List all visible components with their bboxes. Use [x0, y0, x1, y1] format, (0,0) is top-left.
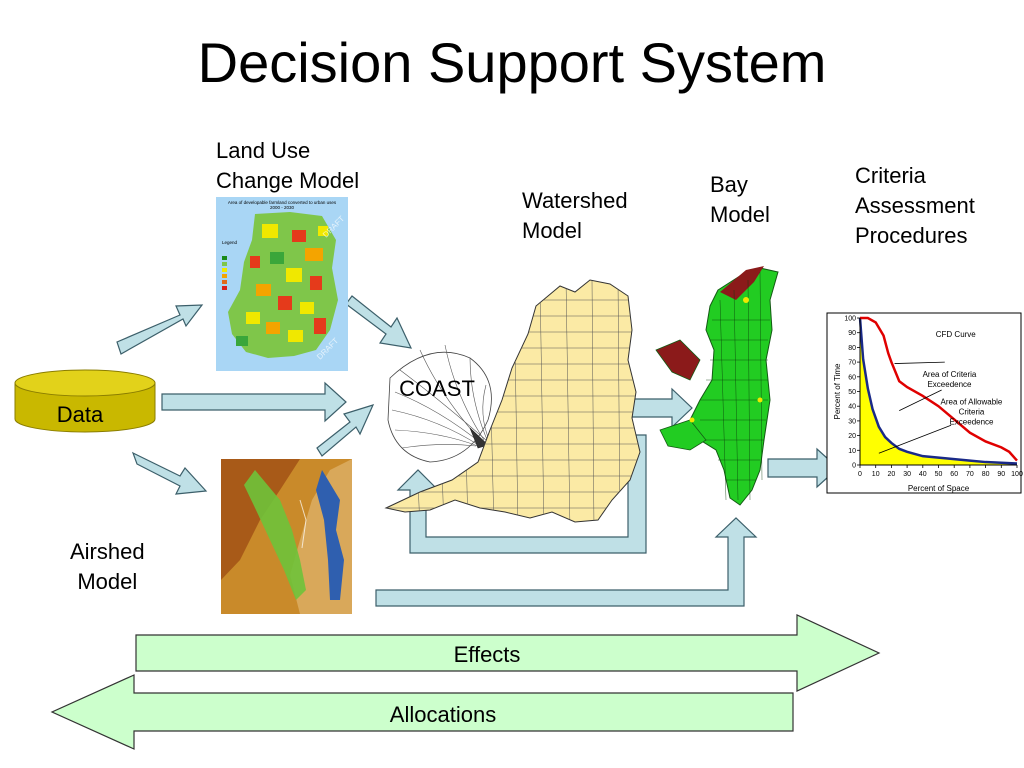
annotation-label: Criteria: [959, 408, 985, 417]
annotation-pointer: [878, 424, 952, 454]
x-tick-label: 10: [872, 471, 880, 478]
bay-label-line2: Model: [710, 202, 770, 227]
y-tick-label: 80: [848, 345, 856, 352]
land-use-legend: [222, 256, 227, 290]
allocations-band: [50, 674, 794, 750]
annotation-label: Area of Criteria: [923, 370, 977, 379]
x-tick-label: 70: [966, 471, 974, 478]
watershed-label-line1: Watershed: [522, 188, 628, 213]
land-use-map-title2: 2000 - 2030: [270, 205, 295, 210]
x-tick-label: 20: [888, 471, 896, 478]
y-tick-label: 40: [848, 404, 856, 411]
bay-map: [655, 266, 779, 506]
airshed-label: Airshed Model: [70, 537, 145, 597]
cfd-curve-line: [860, 316, 1018, 462]
coast-mesh: [387, 344, 492, 463]
y-tick-label: 50: [848, 389, 856, 396]
coast-label: COAST: [399, 376, 475, 401]
arrow-data-to-airshed: [131, 451, 208, 495]
x-tick-label: 40: [919, 471, 927, 478]
y-tick-label: 10: [848, 448, 856, 455]
x-axis-label: Percent of Space: [908, 484, 970, 493]
airshed-label-line1: Airshed: [70, 539, 145, 564]
criteria-label-line1: Criteria: [855, 163, 926, 188]
x-tick-label: 50: [935, 471, 943, 478]
allowable-curve-line: [858, 317, 1018, 465]
annotation-pointer: [899, 389, 942, 411]
criteria-label-line3: Procedures: [855, 223, 968, 248]
page-title: Decision Support System: [197, 31, 827, 94]
data-cylinder: [14, 369, 156, 433]
x-tick-label: 0: [858, 471, 862, 478]
y-tick-label: 60: [848, 374, 856, 381]
x-tick-label: 100: [1011, 471, 1023, 478]
bay-label: Bay Model: [710, 170, 770, 230]
watershed-label: Watershed Model: [522, 186, 628, 246]
land-use-map-title1: Area of developable farmland converted t…: [228, 200, 337, 205]
cfd-chart: 0 10 20 30 40 50 60 70 80 90 100 0 10 20 30 40 50 60 70 80 9…: [826, 312, 1023, 494]
land-use-label: Land Use Change Model: [216, 136, 359, 196]
annotation-label: CFD Curve: [936, 330, 977, 339]
watershed-label-line2: Model: [522, 218, 582, 243]
criteria-label: Criteria Assessment Procedures: [855, 161, 975, 251]
arrow-feedback-watershed-to-coast: [396, 434, 647, 554]
arrow-data-to-landuse: [116, 304, 204, 355]
criteria-label-line2: Assessment: [855, 193, 975, 218]
annotation-pointer: [894, 361, 945, 364]
annotation-label: Exceedence: [927, 380, 972, 389]
x-tick-label: 30: [903, 471, 911, 478]
land-use-label-line1: Land Use: [216, 138, 311, 163]
bay-label-line1: Bay: [710, 172, 748, 197]
effects-label: Effects: [454, 642, 521, 667]
allowable-exceedence-area: [860, 318, 1017, 465]
y-tick-label: 20: [848, 433, 856, 440]
arrow-airshed-to-coast: [316, 404, 375, 457]
data-label: Data: [57, 402, 104, 427]
y-tick-label: 0: [852, 463, 856, 470]
airshed-label-line2: Model: [77, 569, 138, 594]
land-use-label-line2: Change Model: [216, 168, 360, 193]
x-tick-label: 90: [997, 471, 1005, 478]
annotation-label: Area of Allowable: [941, 398, 1003, 407]
land-use-map: Area of developable farmland converted t…: [216, 197, 348, 371]
arrow-landuse-to-coast: [345, 295, 413, 349]
x-tick-label: 80: [982, 471, 990, 478]
y-tick-label: 90: [848, 330, 856, 337]
arrow-airshed-to-bay: [375, 517, 758, 607]
y-tick-label: 70: [848, 360, 856, 367]
allocations-label: Allocations: [390, 702, 496, 727]
land-use-legend-title: Legend: [222, 240, 238, 245]
x-tick-label: 60: [950, 471, 958, 478]
cfd-plot-area: 0 10 20 30 40 50 60 70 80 90 100 0 10 20 30 40 50 60 70 80 9…: [833, 316, 1023, 494]
effects-band: [135, 614, 881, 692]
airshed-map: [221, 459, 352, 614]
annotation-label: Exceedence: [949, 418, 994, 427]
watershed-map: [384, 279, 641, 523]
y-tick-label: 30: [848, 418, 856, 425]
arrow-data-to-coast: [161, 381, 347, 423]
y-tick-label: 100: [844, 316, 856, 323]
y-axis-label: Percent of Time: [833, 363, 842, 420]
